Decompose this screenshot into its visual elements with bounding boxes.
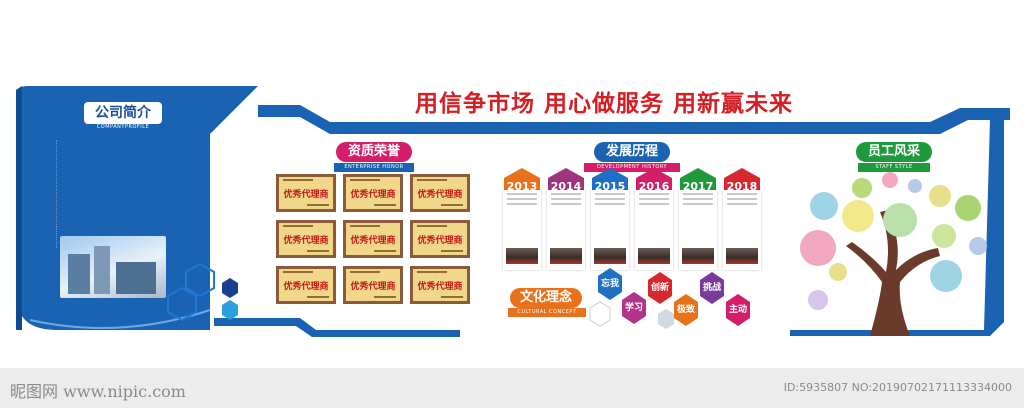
culture-value: 挑战 — [702, 283, 721, 293]
certificate: 优秀代理商 — [343, 220, 403, 258]
timeline-year: 2016 — [638, 180, 670, 193]
timeline-year: 2018 — [726, 180, 758, 193]
culture-hexagons — [589, 268, 750, 329]
staff-title: 员工风采 — [856, 142, 932, 162]
timeline-card — [723, 190, 761, 270]
timeline-card — [503, 190, 541, 270]
timeline-card — [679, 190, 717, 270]
company-building-photo — [60, 236, 166, 298]
honors-title: 资质荣誉 — [336, 142, 412, 162]
timeline-year: 2015 — [594, 180, 626, 193]
watermark-left: 昵图网 www.nipic.com — [10, 382, 186, 401]
certificate: 优秀代理商 — [410, 174, 470, 212]
staff-subtitle: STAFF STYLE — [858, 163, 930, 172]
watermark-strip: 昵图网 www.nipic.com ID:5935807 NO:20190702… — [0, 368, 1024, 408]
honors-subtitle: ENTERPRISE HONOR — [334, 163, 414, 172]
culture-value: 创新 — [650, 283, 669, 293]
certificate: 优秀代理商 — [276, 174, 336, 212]
culture-subtitle: CULTURAL CONCEPT — [508, 308, 586, 317]
certificate: 优秀代理商 — [343, 266, 403, 304]
tree-circles — [800, 172, 987, 310]
certificate: 优秀代理商 — [276, 220, 336, 258]
timeline-card — [635, 190, 673, 270]
intro-text-block — [56, 140, 206, 249]
slogan-title: 用信争市场 用心做服务 用新赢未来 — [415, 90, 794, 117]
culture-value: 主动 — [728, 305, 747, 315]
certificate: 优秀代理商 — [343, 174, 403, 212]
certificate: 优秀代理商 — [276, 266, 336, 304]
timeline-year: 2013 — [506, 180, 538, 193]
timeline-year: 2014 — [550, 180, 582, 193]
timeline-year: 2017 — [682, 180, 714, 193]
intro-panel-title: 公司简介 — [84, 102, 162, 124]
culture-value: 忘我 — [600, 279, 619, 289]
history-subtitle: DEVELOPMENT HISTORY — [584, 163, 680, 172]
certificate: 优秀代理商 — [410, 266, 470, 304]
timeline-card — [547, 190, 585, 270]
culture-value: 学习 — [624, 303, 643, 313]
certificate: 优秀代理商 — [410, 220, 470, 258]
culture-value: 极致 — [676, 305, 695, 315]
intro-panel-subtitle: COMPANYPROFILE — [96, 124, 150, 130]
watermark-right: ID:5935807 NO:20190702171113334000 — [783, 381, 1012, 394]
timeline-card — [591, 190, 629, 270]
history-title: 发展历程 — [594, 142, 670, 162]
culture-title: 文化理念 — [510, 288, 582, 308]
